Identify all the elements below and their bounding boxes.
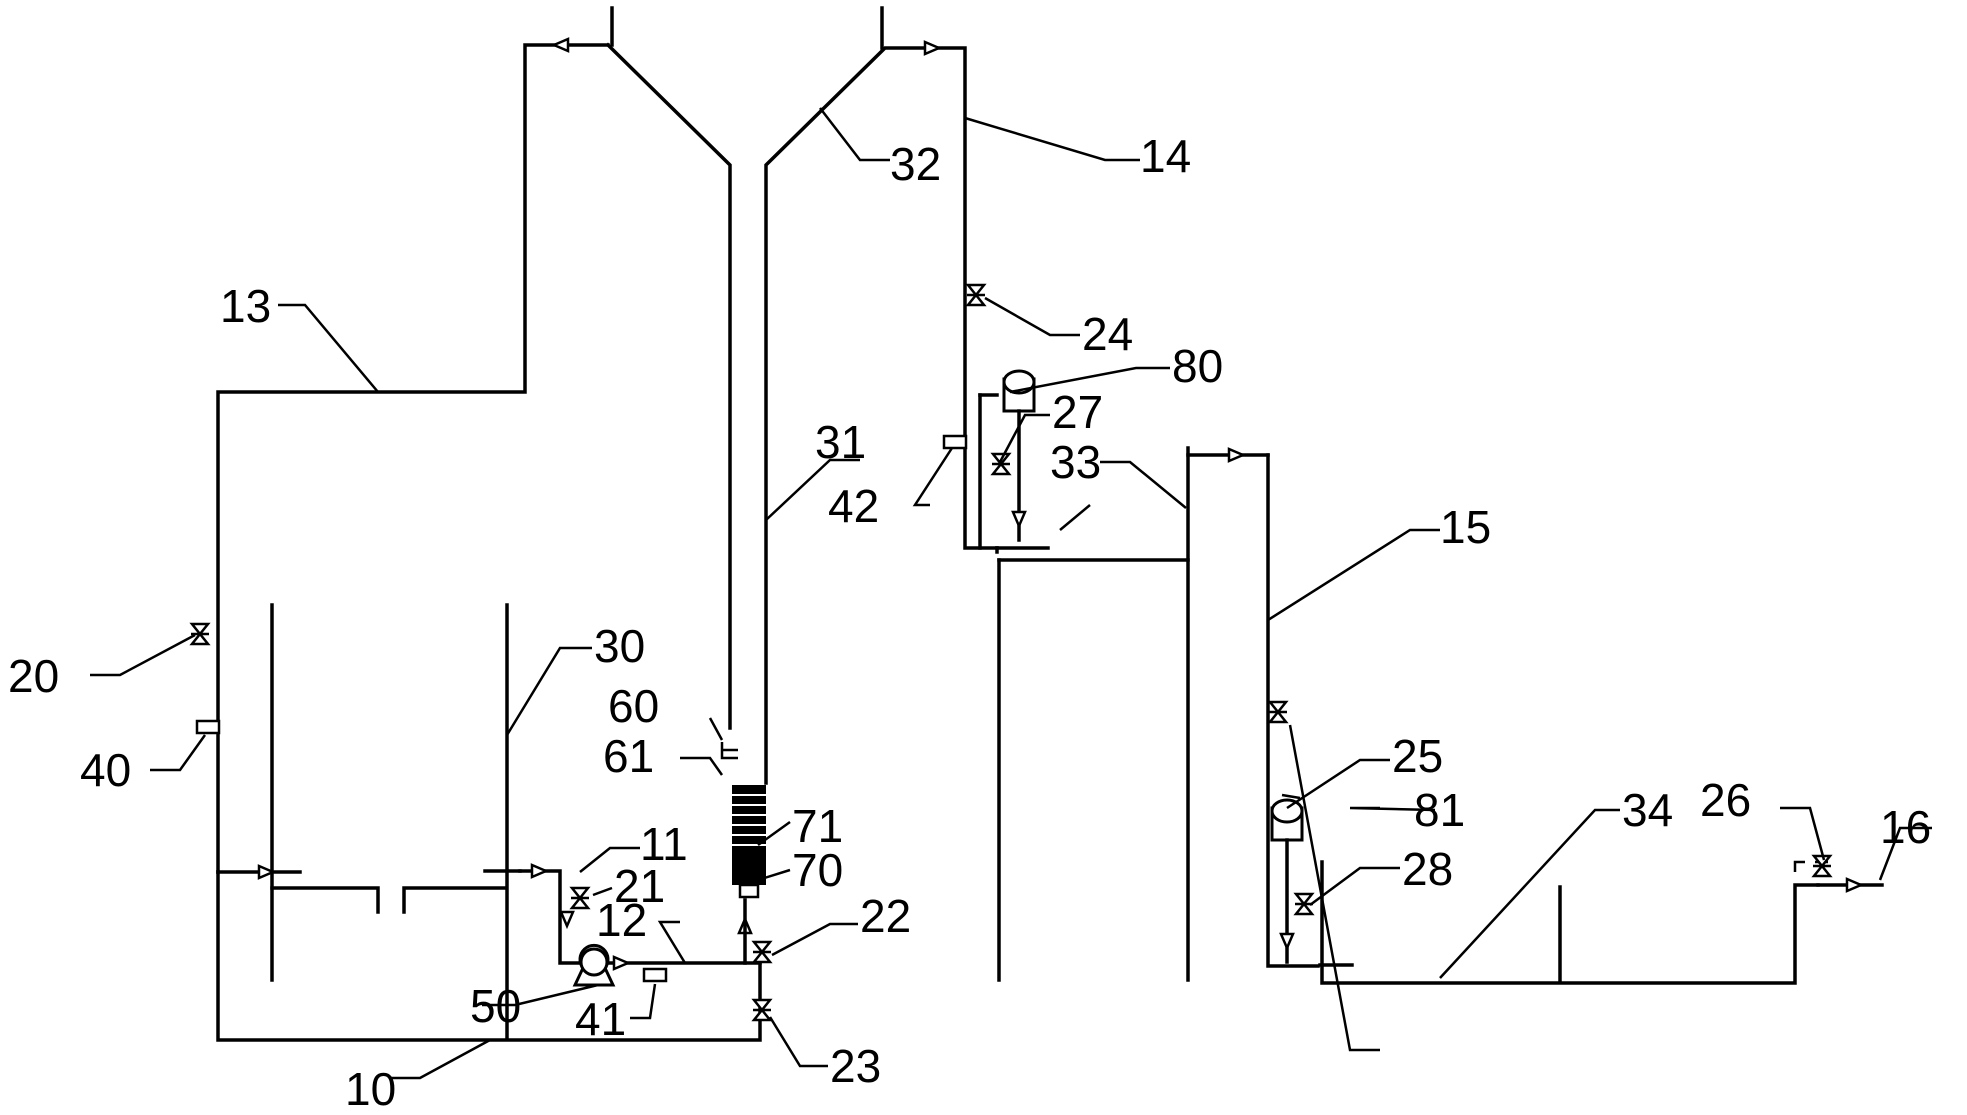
label-21: 21	[614, 860, 665, 912]
flow-arrow-icon	[559, 910, 575, 928]
valve-icon	[990, 452, 1012, 476]
valve-icon	[1811, 854, 1833, 878]
label-80: 80	[1172, 340, 1223, 392]
flow-arrow-icon	[1845, 877, 1863, 893]
label-27: 27	[1052, 386, 1103, 438]
flowmeter-icon	[642, 967, 668, 983]
pump-icon	[572, 943, 616, 987]
label-12: 12	[596, 894, 647, 946]
label-31: 31	[815, 416, 866, 468]
valve-icon	[751, 998, 773, 1022]
label-11: 11	[640, 818, 688, 870]
leader-lines	[90, 107, 1932, 1080]
label-50: 50	[470, 980, 521, 1032]
label-30: 30	[594, 620, 645, 672]
label-42: 42	[828, 480, 879, 532]
flow-arrow-icon	[612, 955, 630, 971]
pipe-15	[1266, 453, 1320, 968]
label-13: 13	[220, 280, 271, 332]
valve-icon	[569, 886, 591, 910]
label-16: 16	[1880, 801, 1931, 853]
label-22: 22	[860, 890, 911, 942]
label-33: 33	[1050, 436, 1101, 488]
valve-icon	[189, 622, 211, 646]
label-20: 20	[8, 650, 59, 702]
labels: 13 14 32 24 80 27 33 15 25 81 28 34 26 1…	[8, 130, 1931, 1115]
pipe-13	[216, 43, 610, 874]
label-28: 28	[1402, 843, 1453, 895]
label-40: 40	[80, 744, 131, 796]
flow-arrow-icon	[530, 863, 548, 879]
label-34: 34	[1622, 784, 1673, 836]
diffuser-61	[720, 742, 738, 760]
aerator-stack-icon	[732, 785, 766, 899]
label-15: 15	[1440, 501, 1491, 553]
label-25: 25	[1392, 730, 1443, 782]
label-10: 10	[345, 1063, 396, 1115]
valve-icon	[751, 940, 773, 964]
label-61: 61	[603, 730, 654, 782]
pipe-32-left	[605, 42, 732, 730]
label-26: 26	[1700, 774, 1751, 826]
flow-arrow-icon	[1011, 510, 1027, 528]
flowmeter-icon	[195, 719, 221, 735]
label-24: 24	[1082, 308, 1133, 360]
flowmeter-icon	[942, 434, 968, 450]
label-60: 60	[608, 680, 659, 732]
flow-arrow-icon	[923, 40, 941, 56]
label-32: 32	[890, 138, 941, 190]
label-14: 14	[1140, 130, 1191, 182]
label-23: 23	[830, 1040, 881, 1092]
tank-33	[997, 446, 1190, 982]
pipe-31	[764, 46, 999, 785]
label-71: 71	[792, 800, 843, 852]
tank-34	[1318, 860, 1820, 985]
label-81: 81	[1414, 784, 1465, 836]
flow-arrow-icon	[1279, 932, 1295, 950]
flow-arrow-icon	[552, 37, 570, 53]
valve-icon	[1267, 700, 1289, 724]
label-70: 70	[792, 844, 843, 896]
flow-arrow-icon	[1227, 447, 1245, 463]
valve-icon	[965, 283, 987, 307]
label-41: 41	[575, 993, 626, 1045]
